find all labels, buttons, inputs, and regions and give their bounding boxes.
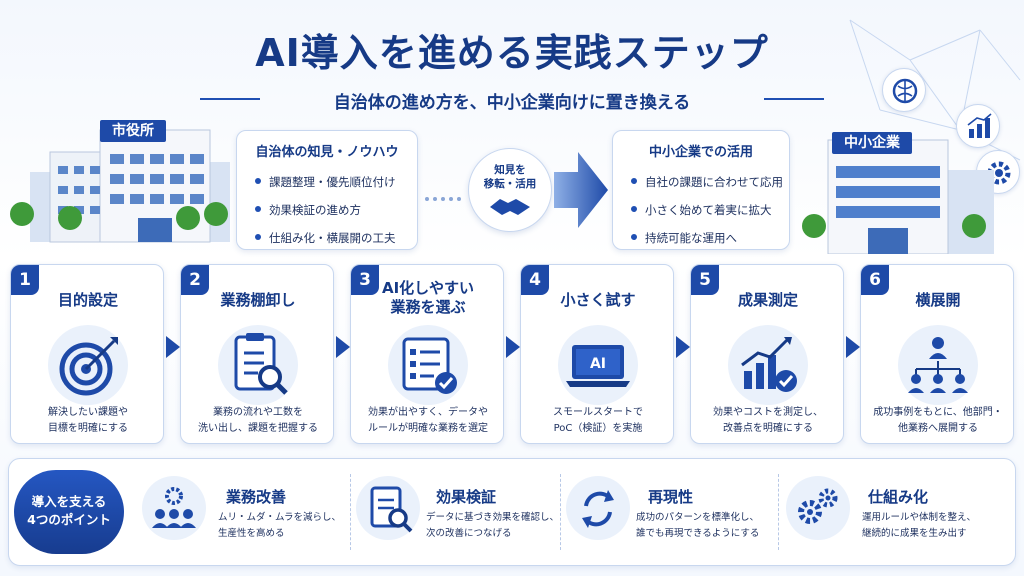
brain-icon (882, 68, 926, 112)
point-title: 業務改善 (226, 488, 287, 506)
step-number: 1 (11, 265, 39, 295)
knowledge-transfer-circle: 知見を 移転・活用 (468, 148, 552, 232)
step-number: 3 (351, 265, 379, 295)
list-item: 小さく始めて着実に拡大 (631, 202, 789, 218)
step-card-5: 5 成果測定 効果やコストを測定し、改善点を明確にする (690, 264, 844, 444)
laptop-ai-icon: AI (558, 325, 638, 405)
step-title: 業務棚卸し (220, 291, 296, 309)
sme-application-box: 中小企業での活用 自社の課題に合わせて応用 小さく始めて着実に拡大 持続可能な運… (612, 130, 790, 250)
municipal-knowhow-box: 自治体の知見・ノウハウ 課題整理・優先順位付け 効果検証の進め方 仕組み化・横展… (236, 130, 418, 250)
point-description: ムリ・ムダ・ムラを減らし、生産性を高める (218, 512, 342, 539)
sme-application-title: 中小企業での活用 (648, 145, 753, 160)
divider (560, 474, 561, 550)
step-title: 成果測定 (737, 291, 798, 309)
point-description: 運用ルールや体制を整え、継続的に成果を生み出す (862, 512, 977, 539)
step-arrow-icon (166, 336, 180, 362)
page-title: AI導入を進める実践ステップ (255, 31, 769, 75)
gears-icon (786, 476, 850, 540)
municipal-knowhow-title: 自治体の知見・ノウハウ (255, 145, 399, 160)
transfer-arrow-icon (554, 150, 608, 234)
step-description: 解決したい課題や目標を明確にする (47, 407, 129, 434)
step-number: 2 (181, 265, 209, 295)
laptop-screen-text: AI (590, 356, 606, 372)
list-item: 自社の課題に合わせて応用 (631, 174, 789, 190)
subtitle: 自治体の進め方を、中小企業向けに置き換える (200, 86, 824, 113)
step-title: 横展開 (915, 291, 961, 309)
step-title: 小さく試す (560, 291, 636, 309)
point-title: 仕組み化 (868, 488, 929, 506)
step-arrow-icon (846, 336, 860, 362)
step-description: 効果やコストを測定し、改善点を明確にする (713, 407, 823, 434)
step-card-2: 2 業務棚卸し 業務の流れや工数を洗い出し、課題を把握する (180, 264, 334, 444)
growth-chart-icon (956, 104, 1000, 148)
checklist-icon (388, 325, 468, 405)
city-hall-sign: 市役所 (100, 120, 166, 142)
company-building (818, 130, 994, 255)
step-card-6: 6 横展開 成功事例をもとに、他部門・他業務へ展開する (860, 264, 1014, 444)
step-card-1: 1 目的設定 解決したい課題や目標を明確にする (10, 264, 164, 444)
list-item: 効果検証の進め方 (255, 202, 417, 218)
cycle-arrows-icon (566, 476, 630, 540)
step-number: 6 (861, 265, 889, 295)
step-number: 5 (691, 265, 719, 295)
org-network-icon (898, 325, 978, 405)
list-item: 仕組み化・横展開の工夫 (255, 230, 417, 246)
step-title: 目的設定 (57, 291, 118, 309)
company-sign: 中小企業 (832, 132, 912, 154)
step-arrow-icon (676, 336, 690, 362)
point-description: 成功のパターンを標準化し、誰でも再現できるようにする (636, 512, 760, 539)
divider (778, 474, 779, 550)
team-gear-icon (142, 476, 206, 540)
tree-icon (204, 202, 228, 226)
step-description: 効果が出やすく、データやルールが明確な業務を選定 (368, 407, 488, 434)
divider (350, 474, 351, 550)
clipboard-magnifier-icon (356, 476, 420, 540)
step-description: 業務の流れや工数を洗い出し、課題を把握する (198, 407, 318, 434)
tree-icon (58, 206, 82, 230)
dotted-connector (424, 187, 468, 206)
tree-icon (10, 202, 34, 226)
tree-icon (802, 214, 826, 238)
point-title: 再現性 (648, 488, 694, 506)
point-title: 効果検証 (436, 488, 497, 506)
target-icon (48, 325, 128, 405)
list-item: 課題整理・優先順位付け (255, 174, 417, 190)
step-arrow-icon (506, 336, 520, 362)
step-number: 4 (521, 265, 549, 295)
clipboard-search-icon (218, 325, 298, 405)
handshake-icon (490, 199, 530, 215)
step-title: AI化しやすい業務を選ぶ (381, 279, 475, 316)
step-description: 成功事例をもとに、他部門・他業務へ展開する (873, 407, 1003, 434)
support-points-badge: 導入を支える 4つのポイント (14, 470, 124, 554)
tree-icon (962, 214, 986, 238)
step-arrow-icon (336, 336, 350, 362)
tree-icon (176, 206, 200, 230)
step-card-3: 3 AI化しやすい業務を選ぶ 効果が出やすく、データやルールが明確な業務を選定 (350, 264, 504, 444)
point-description: データに基づき効果を確認し、次の改善につなげる (426, 512, 560, 539)
list-item: 持続可能な運用へ (631, 230, 789, 246)
transfer-line2: 移転・活用 (483, 178, 537, 190)
bar-chart-check-icon (728, 325, 808, 405)
subtitle-text: 自治体の進め方を、中小企業向けに置き換える (333, 93, 691, 113)
city-hall-building (30, 112, 230, 252)
transfer-line1: 知見を (494, 164, 526, 176)
